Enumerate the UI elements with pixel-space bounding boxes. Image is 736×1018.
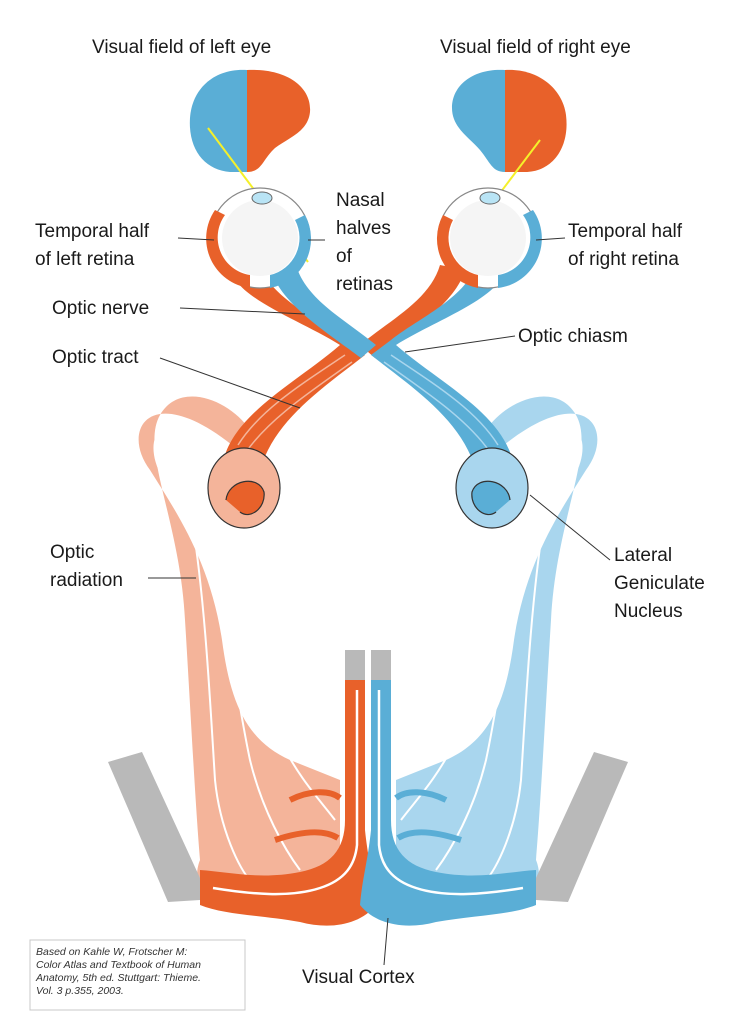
citation-line-3: Anatomy, 5th ed. Stuttgart: Thieme.: [35, 972, 201, 984]
visual-field-left: [189, 69, 311, 172]
label-nasal-1: Nasal: [336, 190, 385, 211]
citation-box: [29, 939, 246, 1011]
label-nasal-3: of: [336, 246, 353, 267]
label-optic-radiation-1: Optic: [50, 542, 94, 563]
citation-line-1: Based on Kahle W, Frotscher M:: [36, 946, 187, 958]
optic-nerve-left-to-right: [271, 265, 376, 358]
label-optic-chiasm: Optic chiasm: [518, 326, 628, 347]
optic-tract-right: [371, 270, 511, 470]
label-visual-cortex: Visual Cortex: [302, 967, 415, 988]
label-lgn-2: Geniculate: [614, 573, 705, 594]
label-optic-radiation-2: radiation: [50, 570, 123, 591]
lgn-right: [455, 447, 529, 529]
label-lgn-1: Lateral: [614, 545, 672, 566]
label-optic-tract: Optic tract: [52, 347, 139, 368]
label-visual-field-left: Visual field of left eye: [92, 37, 271, 58]
label-temporal-right-2: of right retina: [568, 249, 679, 270]
visual-field-right: [452, 69, 567, 172]
citation-line-4: Vol. 3 p.355, 2003.: [36, 985, 124, 997]
label-visual-field-right: Visual field of right eye: [440, 37, 631, 58]
label-temporal-right-1: Temporal half: [568, 221, 683, 242]
leader-lines: [148, 237, 611, 966]
optic-radiation-left: [138, 396, 340, 900]
citation-line-2: Color Atlas and Textbook of Human: [36, 959, 201, 971]
eye-right: [436, 187, 542, 289]
eye-left: [206, 187, 312, 289]
label-temporal-left-1: Temporal half: [35, 221, 150, 242]
label-temporal-left-2: of left retina: [35, 249, 135, 270]
cortex-right: [360, 650, 628, 926]
label-nasal-2: halves: [336, 218, 391, 239]
cortex-left: [108, 650, 376, 926]
label-optic-nerve: Optic nerve: [52, 298, 149, 319]
label-nasal-4: retinas: [336, 274, 393, 295]
lgn-left: [207, 447, 281, 529]
label-lgn-3: Nucleus: [614, 601, 683, 622]
optic-nerve-right-to-left: [360, 265, 465, 358]
